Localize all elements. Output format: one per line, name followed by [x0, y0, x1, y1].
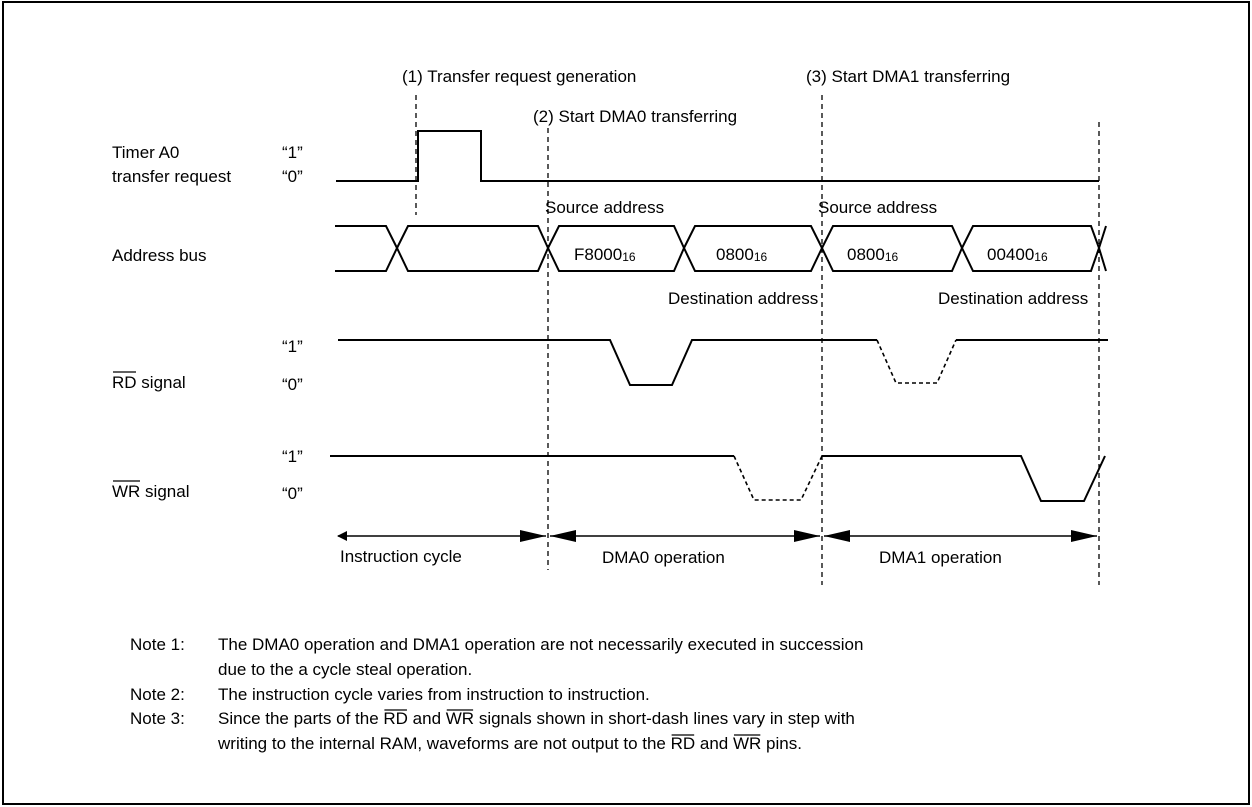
- rd-level-0: “0”: [282, 375, 303, 394]
- event-2-label: (2) Start DMA0 transferring: [533, 107, 737, 126]
- svg-text:RD signal: RD signal: [112, 373, 186, 392]
- bus-value-00400: 0040016: [987, 245, 1048, 264]
- notes-block: Note 1: The DMA0 operation and DMA1 oper…: [130, 635, 863, 753]
- timer-level-0: “0”: [282, 167, 303, 186]
- rd-dashed-segment: [876, 339, 957, 384]
- note-1-line-1: The DMA0 operation and DMA1 operation ar…: [218, 635, 863, 654]
- source-address-label-1: Source address: [545, 198, 664, 217]
- destination-address-label-1: Destination address: [668, 289, 818, 308]
- wr-signal-label: WR signal: [112, 480, 189, 501]
- bus-value-0800-b: 080016: [847, 245, 899, 264]
- rd-waveform: [338, 339, 877, 386]
- dma0-operation-label: DMA0 operation: [602, 548, 725, 567]
- wr-level-0: “0”: [282, 484, 303, 503]
- note-1-line-2: due to the a cycle steal operation.: [218, 660, 472, 679]
- source-address-label-2: Source address: [818, 198, 937, 217]
- address-bus-lower-trace: [335, 244, 1107, 272]
- address-bus-label: Address bus: [112, 246, 207, 265]
- rd-signal-label: RD signal: [112, 371, 186, 392]
- rd-level-1: “1”: [282, 337, 303, 356]
- instruction-cycle-label: Instruction cycle: [340, 547, 462, 566]
- transfer-request-label: transfer request: [112, 167, 231, 186]
- wr-waveform-tail: [822, 455, 1106, 502]
- note-3-line-1: Since the parts of the RD and WR signals…: [218, 709, 855, 728]
- event-3-label: (3) Start DMA1 transferring: [806, 67, 1010, 86]
- note-2-label: Note 2:: [130, 685, 185, 704]
- timer-level-1: “1”: [282, 143, 303, 162]
- wr-level-1: “1”: [282, 447, 303, 466]
- note-2-line-1: The instruction cycle varies from instru…: [218, 685, 650, 704]
- svg-text:WR signal: WR signal: [112, 482, 189, 501]
- dma1-operation-label: DMA1 operation: [879, 548, 1002, 567]
- destination-address-label-2: Destination address: [938, 289, 1088, 308]
- bus-value-f8000: F800016: [574, 245, 636, 264]
- timer-a0-label: Timer A0: [112, 143, 179, 162]
- address-bus-upper-trace: [335, 225, 1107, 252]
- note-overbars: [384, 709, 761, 736]
- bus-value-0800-a: 080016: [716, 245, 768, 264]
- wr-dashed-segment: [733, 455, 823, 501]
- note-3-label: Note 3:: [130, 709, 185, 728]
- event-1-label: (1) Transfer request generation: [402, 67, 636, 86]
- note-1-label: Note 1:: [130, 635, 185, 654]
- timer-request-waveform: [336, 130, 1099, 182]
- note-3-line-2: writing to the internal RAM, waveforms a…: [217, 734, 802, 753]
